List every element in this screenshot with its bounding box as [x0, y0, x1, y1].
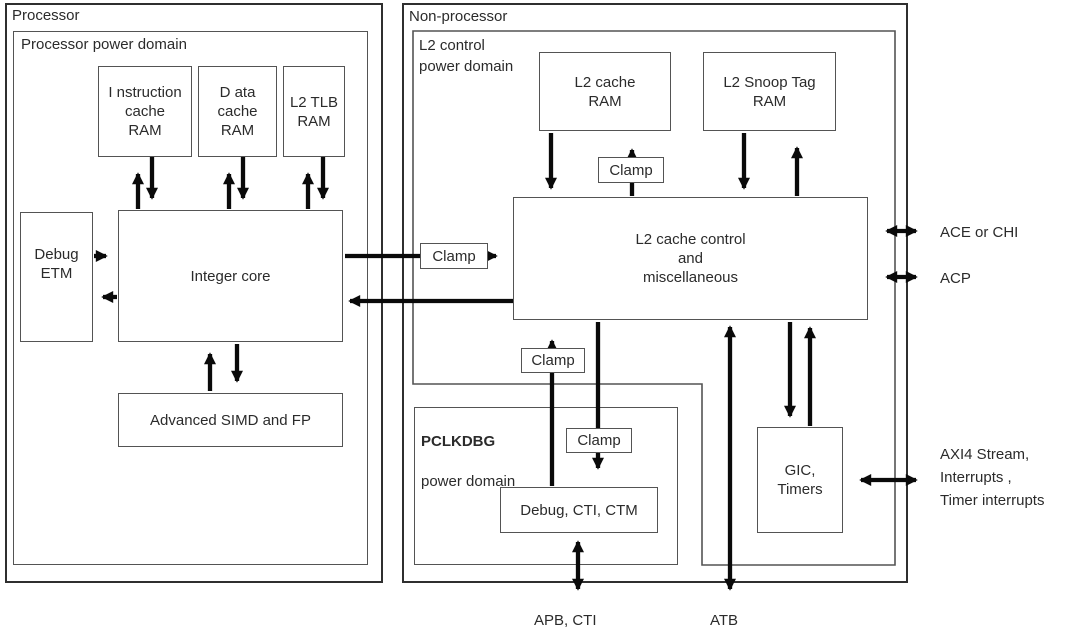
pclkdbg-label: PCLKDBG power domain: [421, 412, 515, 512]
non-processor-box: [402, 3, 908, 583]
axi4-stream-interrupts-label: AXI4 Stream, Interrupts , Timer interrup…: [940, 446, 1045, 509]
advanced-simd-fp-box: Advanced SIMD and FP: [118, 393, 343, 447]
non-processor-label: Non-processor: [409, 8, 508, 25]
processor-power-domain-box: [13, 31, 368, 565]
debug-cti-ctm-box: Debug, CTI, CTM: [500, 487, 658, 533]
l2-tlb-ram-box: L2 TLB RAM: [283, 66, 345, 157]
acp-label: ACP: [940, 270, 971, 287]
atb-label: ATB: [710, 612, 739, 629]
data-cache-ram-box: D ata cache RAM: [198, 66, 277, 157]
l2-control-power-domain-label: L2 control power domain: [419, 37, 514, 75]
integer-core-box: Integer core: [118, 210, 343, 342]
l2-cache-control-box: L2 cache control and miscellaneous: [513, 197, 868, 320]
instruction-cache-ram-box: I nstruction cache RAM: [98, 66, 192, 157]
debug-etm-box: Debug ETM: [20, 212, 93, 342]
clamp-debug-lower: Clamp: [566, 428, 632, 453]
l2-snoop-tag-ram-box: L2 Snoop Tag RAM: [703, 52, 836, 131]
processor-power-domain-label: Processor power domain: [21, 36, 187, 53]
clamp-integer-core-path: Clamp: [420, 243, 488, 269]
l2-cache-ram-box: L2 cache RAM: [539, 52, 671, 131]
pclkdbg-suffix: power domain: [421, 473, 516, 490]
processor-label: Processor: [12, 7, 80, 24]
gic-timers-box: GIC, Timers: [757, 427, 843, 533]
pclkdbg-name: PCLKDBG: [421, 433, 496, 450]
processor-box: [5, 3, 383, 583]
clamp-debug-upper: Clamp: [521, 348, 585, 373]
apb-cti-label: APB, CTI: [534, 612, 597, 629]
ace-or-chi-label: ACE or CHI: [940, 224, 1019, 241]
clamp-l2-cache-ram-path: Clamp: [598, 157, 664, 183]
